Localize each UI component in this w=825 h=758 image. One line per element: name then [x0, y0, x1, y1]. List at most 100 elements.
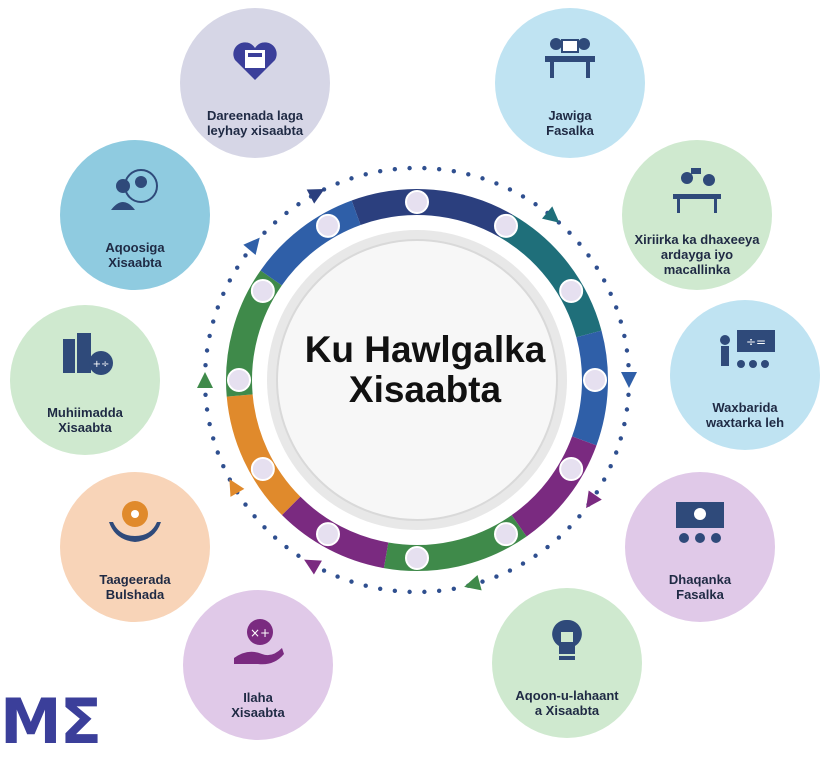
ring-dot	[235, 265, 240, 270]
ring-dot	[422, 165, 427, 171]
ring-dot	[618, 319, 623, 324]
ring-dot	[284, 544, 289, 550]
ring-dot	[608, 291, 613, 296]
ring-dot	[451, 586, 457, 591]
ring-dot	[601, 278, 607, 283]
dotted-outer-ring	[202, 165, 632, 595]
classroom-desk-icon	[545, 38, 595, 78]
ring-arrow	[586, 490, 602, 509]
node-label-line1: Jawiga	[548, 108, 592, 123]
ring-dot	[284, 210, 289, 216]
ring-dot	[577, 514, 582, 519]
ring-segment	[351, 189, 513, 238]
ring-dot	[451, 169, 457, 174]
ring-dot	[567, 230, 572, 235]
ring-dot	[335, 574, 340, 579]
ring-arrow	[464, 574, 482, 591]
node-label-line2: Bulshada	[105, 587, 165, 602]
center-title: Ku Hawlgalka Xisaabta	[260, 330, 590, 410]
ring-arrow	[306, 189, 325, 204]
ring-dot	[272, 220, 278, 225]
svg-text:×+: ×+	[250, 626, 270, 640]
node-label-line3: macallinka	[663, 262, 731, 277]
node-label-line2: a Xisaabta	[534, 703, 600, 718]
ring-dot	[507, 187, 513, 192]
ring-dot	[466, 172, 471, 177]
node-label-line1: Ilaha	[243, 690, 273, 705]
center-title-line1: Ku Hawlgalka	[304, 329, 546, 370]
center-title-line2: Xisaabta	[348, 369, 502, 410]
student-teacher-icon	[673, 168, 721, 213]
ring-dot	[494, 181, 499, 186]
ring-dot	[211, 319, 216, 324]
ring-dot	[507, 568, 513, 573]
ring-dot	[407, 589, 412, 595]
svg-text:+÷: +÷	[93, 359, 110, 370]
ring-dot	[533, 202, 538, 207]
ring-dot	[594, 265, 599, 270]
ring-arrows	[197, 189, 637, 591]
ring-dot	[608, 464, 613, 469]
node-label-line2: Xisaabta	[108, 255, 162, 270]
ring-dot	[215, 450, 220, 455]
ring-dot	[243, 502, 248, 507]
lightbulb-book-icon	[552, 619, 582, 660]
ring-connector	[250, 279, 275, 303]
node-label-line1: Waxbarida	[712, 400, 778, 415]
ring-connector	[405, 190, 429, 214]
ring-segment	[226, 394, 301, 516]
node-label-line2: Fasalka	[546, 123, 594, 138]
ring-dot	[335, 181, 340, 186]
ring-arrow	[304, 559, 322, 575]
ring-dot	[422, 589, 427, 595]
ring-dot	[577, 241, 582, 246]
ring-dot	[262, 230, 267, 235]
ring-connector-dots	[227, 190, 607, 570]
node-label-line1: Aqoosiga	[105, 240, 165, 255]
ring-dot	[203, 392, 208, 397]
ring-dot	[204, 407, 210, 412]
ring-dot	[377, 586, 383, 591]
ring-arrow	[243, 237, 260, 255]
ring-connector	[559, 457, 584, 481]
ring-dot	[614, 305, 619, 310]
ring-dot	[436, 588, 442, 594]
ring-connector	[559, 279, 584, 303]
ring-dot	[221, 291, 226, 296]
ring-dot	[215, 305, 220, 310]
ring-connector	[316, 522, 340, 547]
ring-dot	[626, 363, 631, 368]
ring-arrow	[542, 206, 560, 223]
ring-dot	[272, 535, 278, 540]
ring-connector	[316, 213, 340, 238]
ring-dot	[296, 553, 301, 558]
node-label-line2: leyhay xisaabta	[206, 123, 304, 138]
ring-dot	[480, 176, 485, 181]
ring-arrow	[197, 372, 213, 388]
ring-dot	[494, 574, 499, 579]
ring-connector	[405, 546, 429, 570]
teacher-board-icon: ÷=	[720, 330, 775, 368]
ring-segment	[511, 436, 597, 537]
ring-connector	[250, 457, 275, 481]
node-label-line2: Xisaabta	[58, 420, 112, 435]
ring-dot	[207, 421, 212, 427]
ring-dot	[556, 535, 562, 540]
ring-dot	[392, 588, 398, 594]
ring-connector	[494, 522, 518, 547]
ring-dot	[520, 194, 526, 199]
ring-dot	[203, 363, 208, 368]
hands-globe-icon	[109, 501, 161, 542]
node-label-line2: ardayga iyo	[660, 247, 734, 262]
ring-dot	[594, 490, 599, 495]
node-label-line2: Fasalka	[676, 587, 724, 602]
ring-dot	[211, 436, 216, 441]
ring-connector	[227, 368, 251, 392]
